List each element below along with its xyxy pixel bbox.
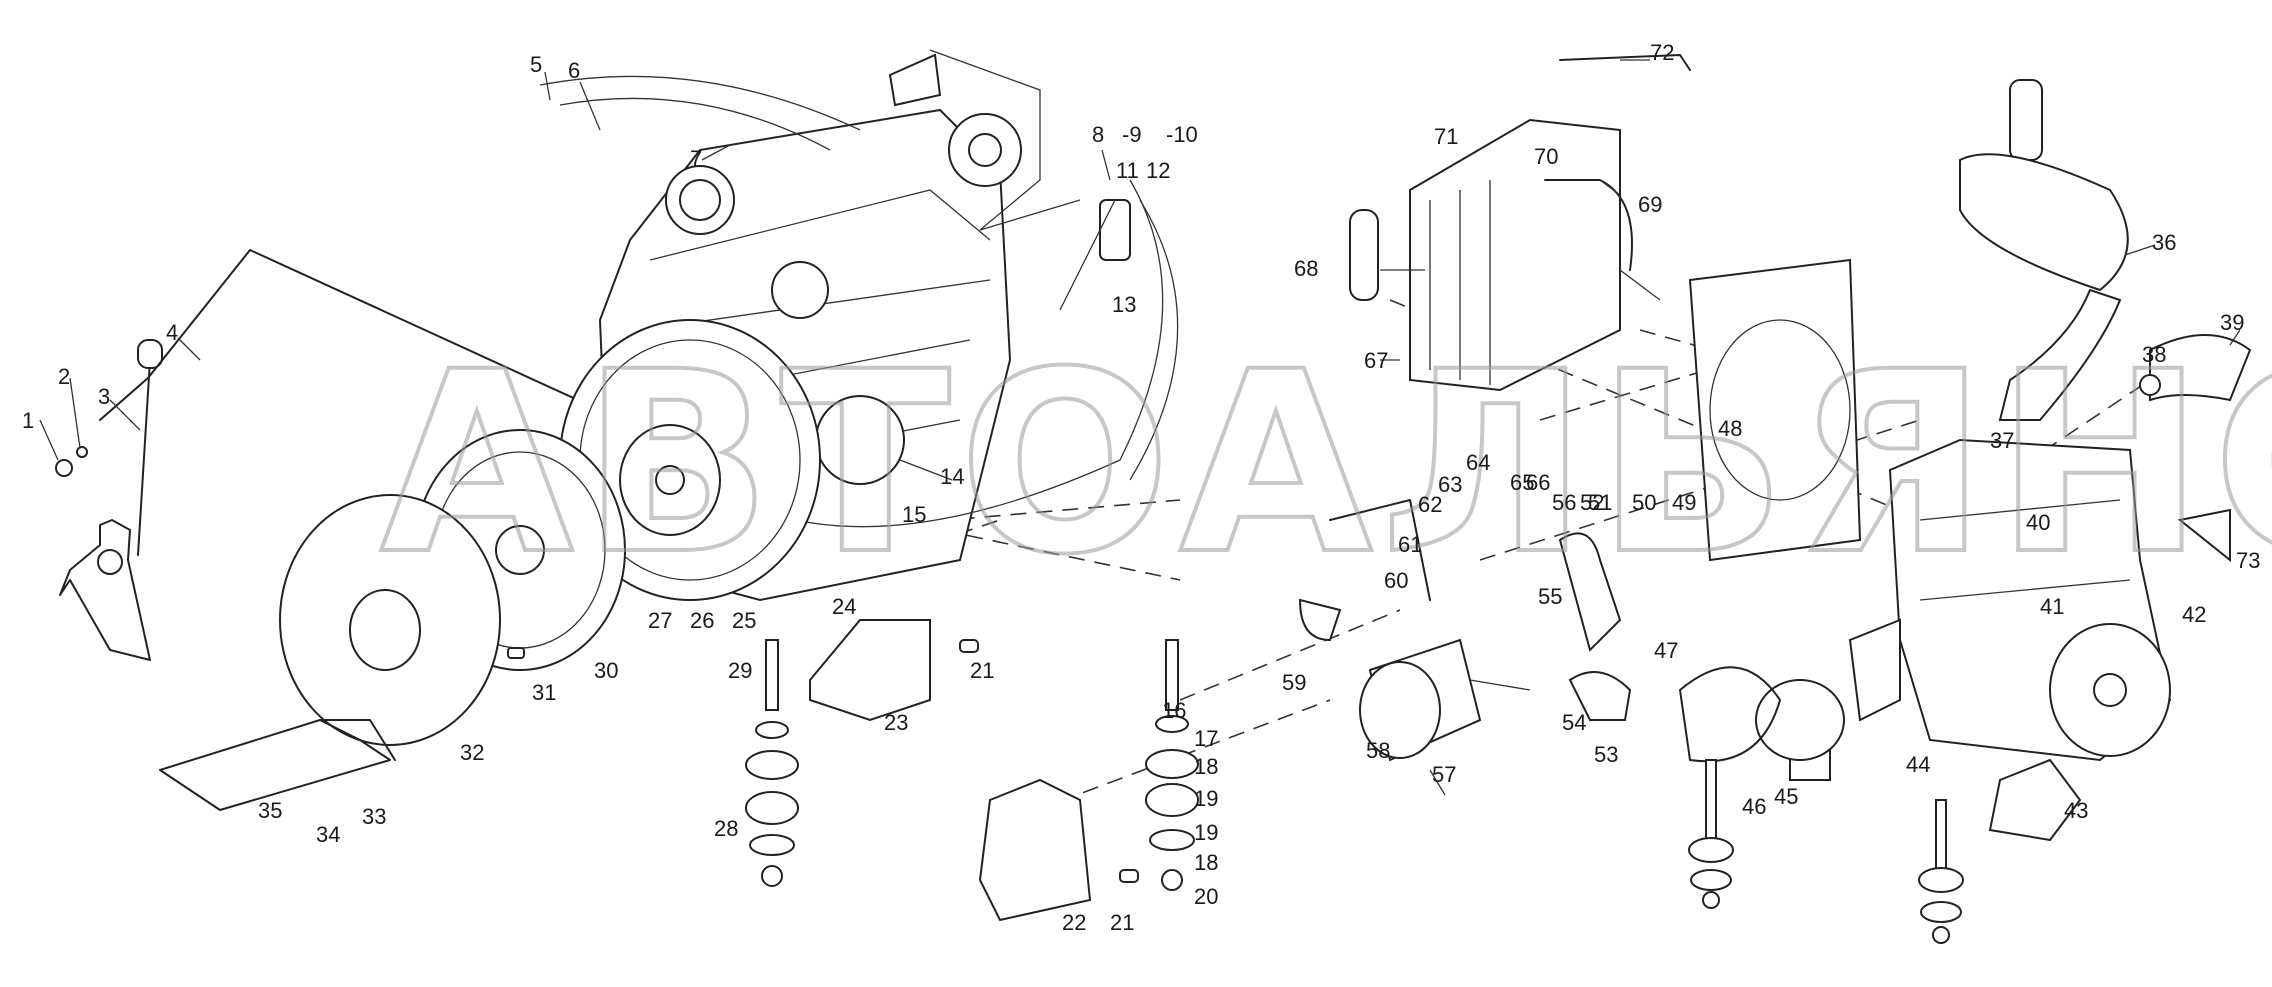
leader-lines [39,59,2241,796]
callout-label: 19 [1194,786,1218,811]
callout-label: 65 [1510,470,1534,495]
callout-label: 5 [530,52,542,77]
callout-label: 37 [1990,428,2014,453]
callout-label: 47 [1654,638,1678,663]
callout-label: 3 [98,384,110,409]
callout-label: 4 [166,320,178,345]
callout-label: 25 [732,608,756,633]
callout-label: 1 [22,408,34,433]
callout-label: 48 [1718,416,1742,441]
callout-label: 18 [1194,754,1218,779]
callout-label: 15 [902,502,926,527]
callout-label: 12 [1146,158,1170,183]
callout-label: 18 [1194,850,1218,875]
callout-label: 32 [460,740,484,765]
callout-label: 21 [970,658,994,683]
callout-label: 44 [1906,752,1930,777]
callout-label: 27 [648,608,672,633]
callout-label: 57 [1432,762,1456,787]
callout-label: 28 [714,816,738,841]
callout-label: 63 [1438,472,1462,497]
callout-label: 2 [58,364,70,389]
callout-label: 23 [884,710,908,735]
callout-label: 54 [1562,710,1586,735]
callout-label: 29 [728,658,752,683]
callout-label: 70 [1534,144,1558,169]
callout-label: 67 [1364,348,1388,373]
callout-label: 14 [940,464,964,489]
callout-label: 6 [568,58,580,83]
callout-labels: 1 2 3 4 5 6 7 8 -9 -10 11 12 13 14 15 16… [22,40,2260,935]
callout-label: 35 [258,798,282,823]
cooling-system [1298,54,1862,762]
callout-label: 61 [1398,532,1422,557]
callout-label: 8 [1092,122,1104,147]
callout-label: 46 [1742,794,1766,819]
engine-mounts-left [507,619,1199,922]
callout-label: 41 [2040,594,2064,619]
callout-label: 68 [1294,256,1318,281]
callout-label: 58 [1366,738,1390,763]
callout-label: 56 [1552,490,1576,515]
callout-label: 40 [2026,510,2050,535]
flywheel-group [159,319,821,811]
callout-label: 69 [1638,192,1662,217]
callout-label: 31 [532,680,556,705]
callout-label: 17 [1194,726,1218,751]
callout-label: 62 [1418,492,1442,517]
callout-label: 7 [690,146,702,171]
callout-label: 53 [1594,742,1618,767]
exhaust-system [1959,79,2252,421]
callout-label: 42 [2182,602,2206,627]
callout-label: 26 [690,608,714,633]
callout-label: 11 [1116,158,1139,183]
callout-label: 30 [594,658,618,683]
watermark-text: АВТОАЛЬЯНС [380,318,2272,609]
callout-label: 51 [1588,490,1612,515]
callout-label: 16 [1162,698,1186,723]
callout-label: 49 [1672,490,1696,515]
callout-label: 59 [1282,670,1306,695]
callout-label: 36 [2152,230,2176,255]
callout-label: 64 [1466,450,1490,475]
callout-label: -10 [1166,122,1198,147]
callout-label: 33 [362,804,386,829]
callout-label: 38 [2142,342,2166,367]
callout-label: 24 [832,594,856,619]
callout-label: 22 [1062,910,1086,935]
callout-label: 55 [1538,584,1562,609]
callout-label: 50 [1632,490,1656,515]
engine-assembly-right [1679,438,2231,944]
callout-label: 72 [1650,40,1674,65]
callout-label: 45 [1774,784,1798,809]
callout-label: 43 [2064,798,2088,823]
callout-label: 34 [316,822,340,847]
callout-label: 21 [1110,910,1134,935]
callout-label: 71 [1434,124,1458,149]
callout-label: 66 [1526,470,1550,495]
callout-label: 20 [1194,884,1218,909]
callout-label: -9 [1122,122,1142,147]
callout-label: 73 [2236,548,2260,573]
callout-label: 52 [1580,490,1604,515]
callout-label: 19 [1194,820,1218,845]
callout-label: 13 [1112,292,1136,317]
callout-label: 39 [2220,310,2244,335]
callout-label: 60 [1384,568,1408,593]
